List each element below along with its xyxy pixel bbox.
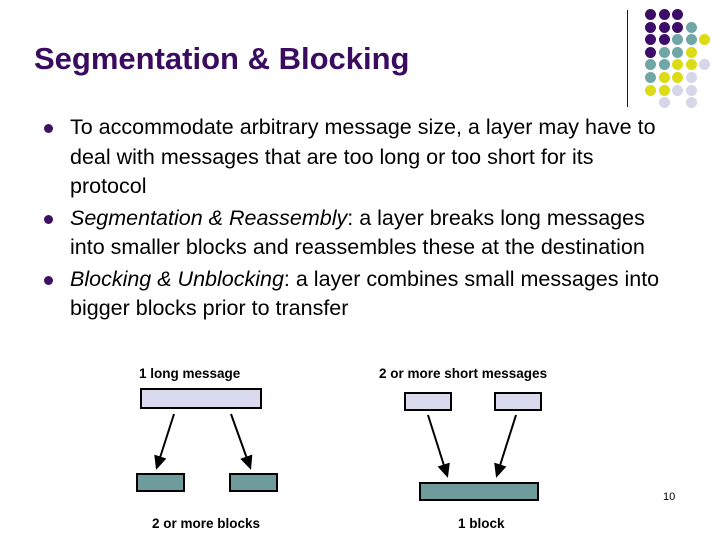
logo-dot-icon [645, 72, 656, 83]
right-diagram-top-label: 2 or more short messages [379, 366, 548, 381]
logo-dot-icon [685, 59, 697, 71]
logo-dot-icon [672, 34, 684, 46]
list-item-emphasis: Segmentation & Reassembly [70, 205, 348, 230]
logo-dot-icon [685, 97, 697, 109]
arrow-segment-right [230, 413, 253, 470]
bullet-dot-icon [44, 214, 53, 224]
list-item-text: To accommodate arbitrary message size, a… [70, 113, 670, 202]
arrow-segment-left [154, 413, 175, 470]
slide-number: 10 [663, 491, 676, 503]
logo-dot-icon [685, 84, 697, 96]
logo-dot-icon [645, 9, 656, 20]
list-item-emphasis: Blocking & Unblocking [70, 266, 284, 291]
logo-dot-icon [658, 34, 670, 46]
logo-dot-icon [672, 46, 684, 58]
logo-dot-icon [658, 21, 670, 33]
list-item-body: : a layer combines small messages into b… [70, 266, 660, 321]
combined-block-box [419, 482, 539, 501]
logo-dot-icon [645, 34, 656, 46]
short-message-box-1 [404, 392, 452, 411]
logo-dot-icon [685, 72, 697, 83]
logo-dot-icon [658, 59, 670, 71]
short-message-box-2 [494, 392, 542, 411]
logo-dot-icon [672, 9, 684, 20]
list-item-body: : a layer breaks long messages into smal… [70, 205, 645, 260]
list-item-text: Segmentation & Reassembly: a layer break… [70, 204, 670, 263]
right-diagram-bottom-label: 1 block [458, 516, 505, 531]
list-item: To accommodate arbitrary message size, a… [40, 113, 670, 202]
logo-dot-icon [658, 72, 670, 83]
logo-dot-icon [645, 84, 656, 96]
long-message-box [140, 388, 262, 409]
logo-dot-icon [658, 84, 670, 96]
logo-dot-icon [672, 72, 684, 83]
logo-dot-icon [672, 84, 684, 96]
logo-dot-icon [672, 59, 684, 71]
list-item: Blocking & Unblocking: a layer combines … [40, 265, 670, 324]
logo-dot-icon [645, 46, 656, 58]
bullet-list: To accommodate arbitrary message size, a… [40, 113, 670, 326]
logo-divider [627, 10, 628, 107]
logo-dot-icon [658, 46, 670, 58]
page-title: Segmentation & Blocking [34, 41, 410, 76]
logo-dot-icon [672, 21, 684, 33]
list-item: Segmentation & Reassembly: a layer break… [40, 204, 670, 263]
bullet-dot-icon [44, 124, 53, 133]
logo-dot-icon [645, 59, 656, 71]
bullet-dot-icon [44, 275, 53, 285]
list-item-text: Blocking & Unblocking: a layer combines … [70, 265, 670, 324]
arrow-block-right [494, 414, 517, 478]
block-box-1 [136, 473, 185, 492]
logo-dot-icon [658, 9, 670, 20]
logo-dot-icon [699, 59, 711, 71]
logo-dot-icon [658, 97, 670, 109]
dot-grid-logo [645, 9, 717, 109]
logo-dot-icon [685, 21, 697, 33]
arrow-block-left [427, 414, 450, 478]
logo-dot-icon [645, 21, 656, 33]
left-diagram-top-label: 1 long message [139, 366, 241, 381]
left-diagram-bottom-label: 2 or more blocks [152, 516, 261, 531]
block-box-2 [229, 473, 278, 492]
logo-dot-icon [699, 34, 711, 46]
list-item-body: To accommodate arbitrary message size, a… [70, 115, 656, 198]
logo-dot-icon [685, 46, 697, 58]
logo-dot-icon [685, 34, 697, 46]
